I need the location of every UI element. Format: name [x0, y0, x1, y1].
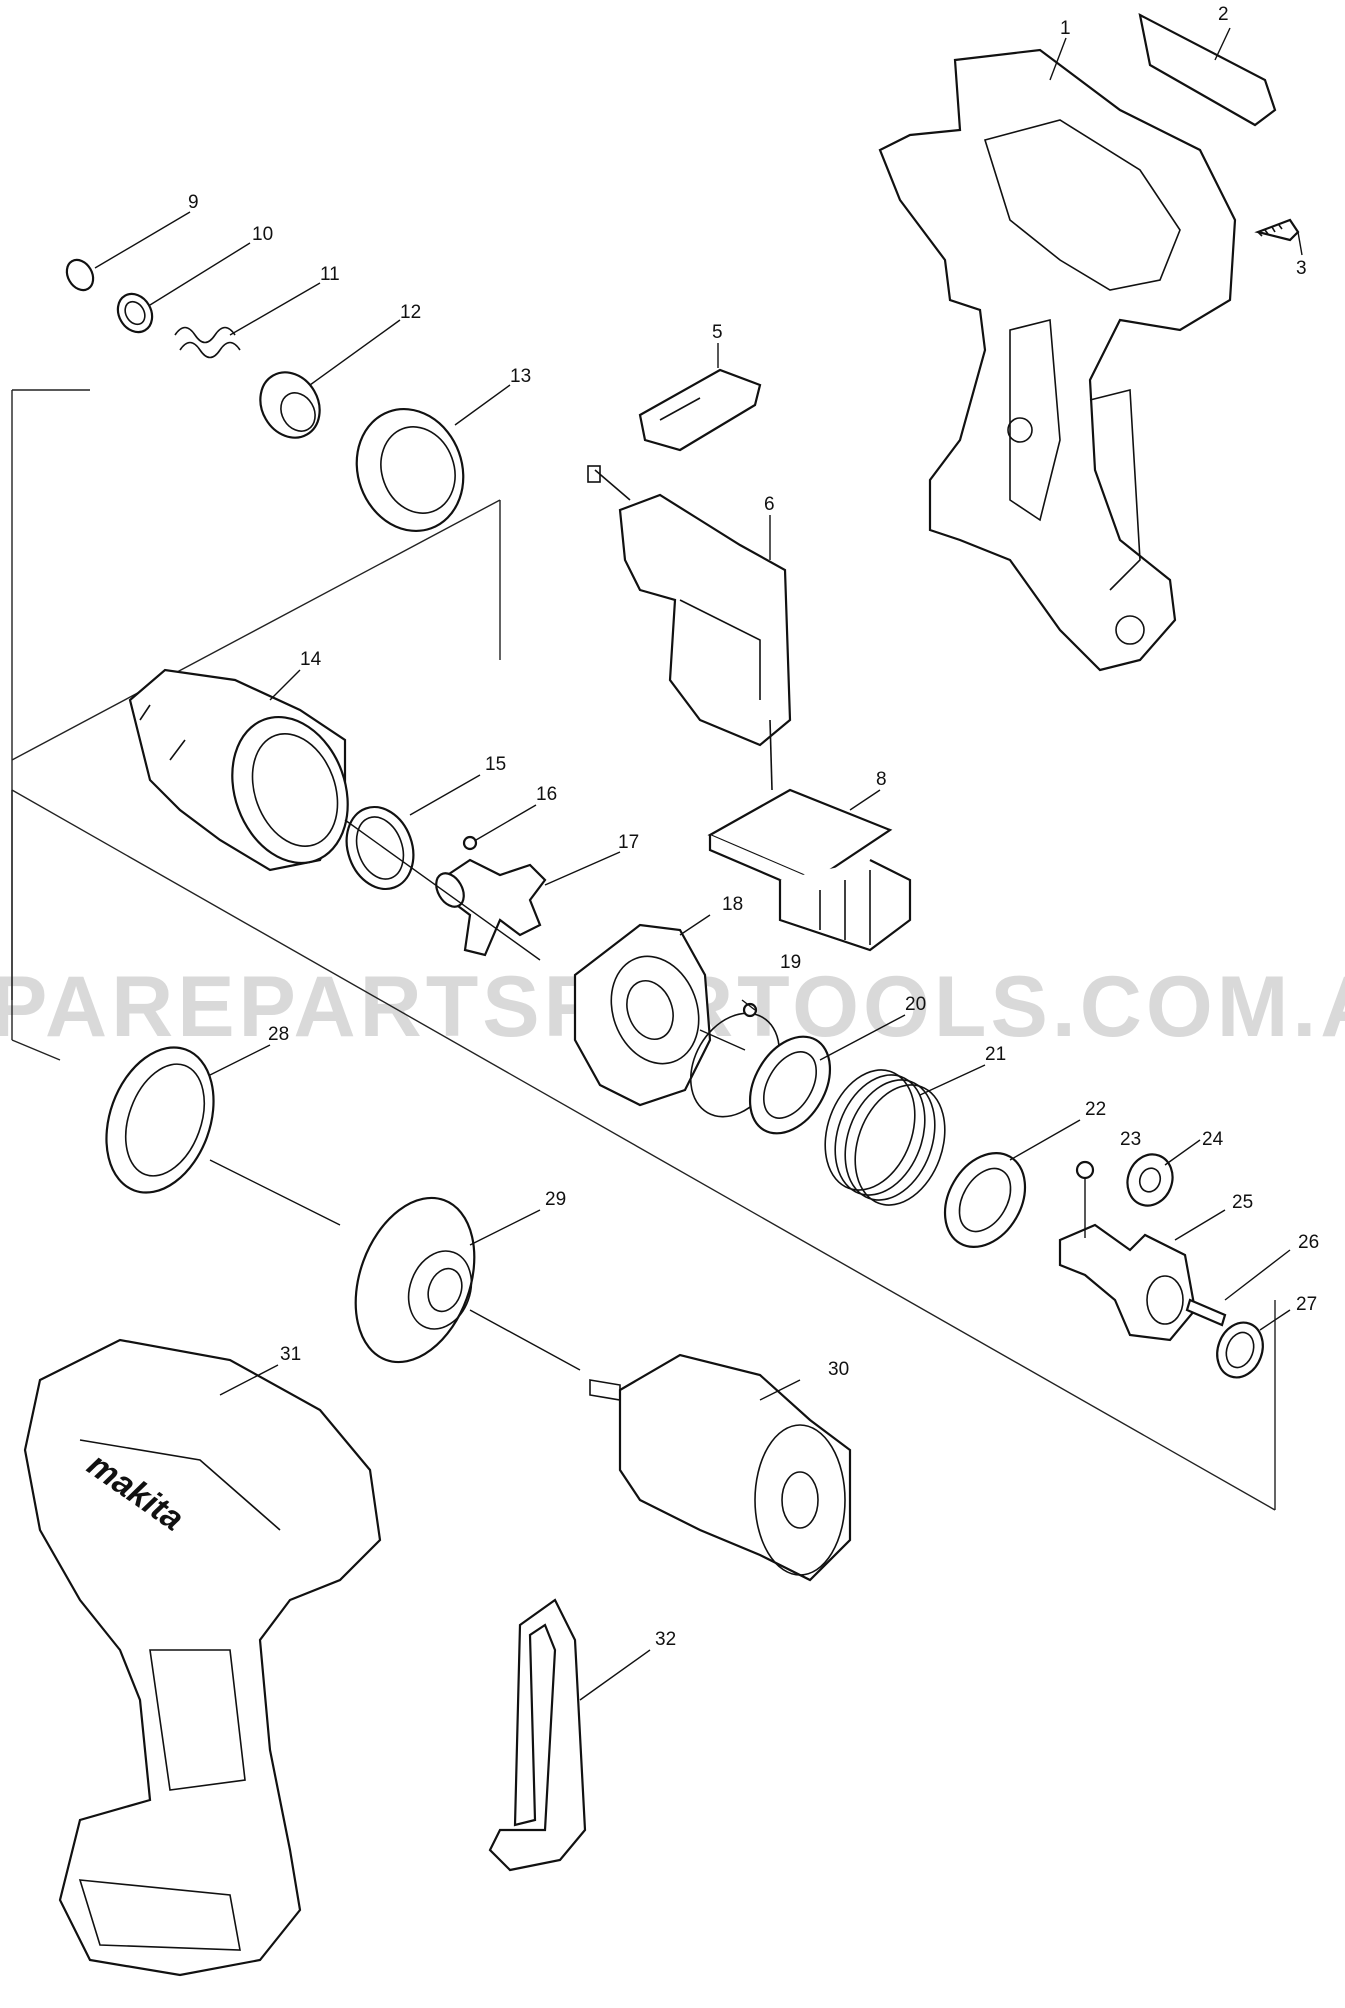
- housing-left-part: [878, 48, 1237, 672]
- motor-part: [589, 1353, 852, 1582]
- callout-18: 18: [722, 894, 743, 915]
- callout-14: 14: [300, 649, 322, 670]
- spring-11-part: [174, 326, 241, 359]
- callout-32: 32: [655, 1629, 676, 1650]
- washer-20-part: [748, 1035, 832, 1135]
- hammer-case-part: [128, 668, 349, 872]
- callout-3: 3: [1296, 258, 1307, 279]
- callout-31: 31: [280, 1344, 301, 1365]
- washer-27-part: [1216, 1321, 1264, 1379]
- callout-6: 6: [764, 494, 775, 515]
- washer-10-part: [116, 292, 154, 334]
- callout-24: 24: [1202, 1129, 1224, 1150]
- hammer-part: [573, 923, 712, 1107]
- callout-1: 1: [1060, 18, 1071, 39]
- strap-part: [488, 1598, 587, 1872]
- callout-30: 30: [828, 1359, 849, 1380]
- screw-part: [1254, 218, 1300, 242]
- callout-21: 21: [985, 1044, 1006, 1065]
- callout-22: 22: [1085, 1099, 1106, 1120]
- callout-labels: 1 2 3 5 6 8 9 10 11 12 13 14 15 16 17 18…: [188, 4, 1319, 1650]
- anvil-part: [435, 858, 547, 957]
- callout-20: 20: [905, 994, 926, 1015]
- name-plate-part: [1138, 12, 1277, 127]
- callout-9: 9: [188, 192, 199, 213]
- callout-17: 17: [618, 832, 639, 853]
- callout-8: 8: [876, 769, 887, 790]
- callout-25: 25: [1232, 1192, 1253, 1213]
- callout-2: 2: [1218, 4, 1229, 25]
- housing-set-part: makita: [23, 1338, 382, 1977]
- gear-part: [1126, 1153, 1174, 1207]
- leader-lines: [94, 27, 1303, 1701]
- callout-23: 23: [1120, 1129, 1141, 1150]
- ring-28-part: [105, 1046, 215, 1194]
- bearing-retainer-part: [354, 1196, 476, 1364]
- callout-11: 11: [320, 264, 340, 285]
- sleeve-part: [259, 371, 321, 439]
- callout-29: 29: [545, 1189, 566, 1210]
- steel-ball-16-part: [462, 835, 478, 851]
- bumper-part: [355, 407, 465, 533]
- switch-lever-part: [638, 368, 762, 452]
- pin-part: [1185, 1298, 1227, 1327]
- callout-19: 19: [780, 952, 801, 973]
- callout-27: 27: [1296, 1294, 1317, 1315]
- callout-16: 16: [536, 784, 557, 805]
- switch-part: [587, 465, 792, 791]
- callout-28: 28: [268, 1024, 289, 1045]
- washer-15-part: [345, 805, 415, 891]
- callout-10: 10: [252, 224, 273, 245]
- controller-part: [707, 788, 912, 952]
- callout-5: 5: [712, 322, 723, 343]
- group-frame-lower: [11, 789, 1276, 1511]
- callout-26: 26: [1298, 1232, 1319, 1253]
- callout-15: 15: [485, 754, 506, 775]
- retaining-ring-part: [65, 258, 95, 292]
- steel-ball-23-part: [1075, 1160, 1095, 1180]
- spring-21-part: [824, 1069, 946, 1206]
- spindle-part: [1058, 1223, 1197, 1342]
- washer-22-part: [943, 1152, 1027, 1248]
- callout-12: 12: [400, 302, 421, 323]
- callout-13: 13: [510, 366, 531, 387]
